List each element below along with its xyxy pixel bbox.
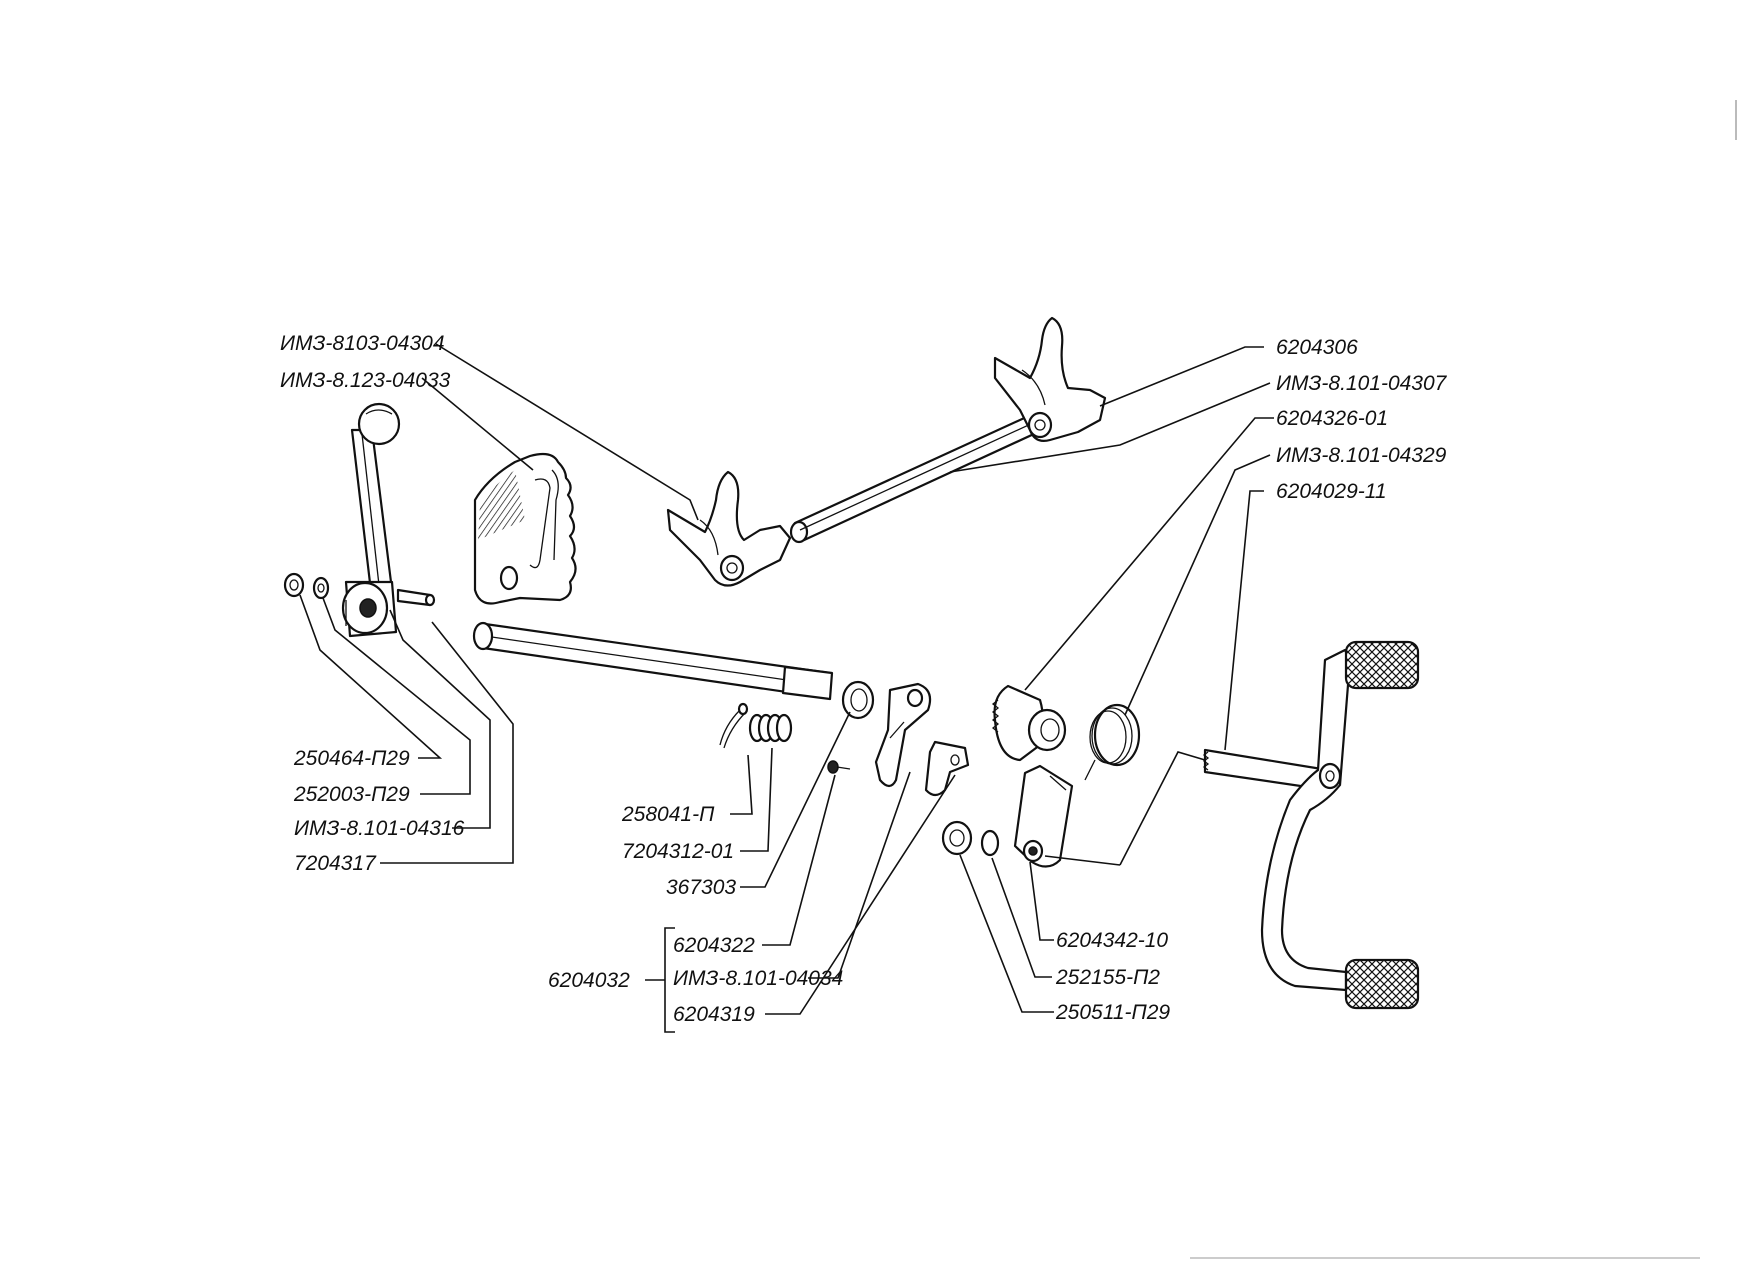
cotter-pin	[719, 702, 749, 749]
screw	[827, 760, 851, 774]
nut-250511	[941, 820, 973, 856]
leader-lines	[299, 343, 1274, 1033]
shift-shaft	[472, 621, 834, 701]
nut-250464	[283, 572, 305, 598]
snap-ring	[841, 680, 875, 720]
washer-252003	[312, 576, 330, 600]
label-252003-p29: 252003-П29	[293, 783, 410, 806]
label-6204342-10: 6204342-10	[1056, 929, 1168, 952]
ratchet-pawl	[874, 682, 932, 788]
label-im3-8101-04034: ИМЗ-8.101-04034	[673, 967, 843, 990]
label-6204306: 6204306	[1276, 336, 1358, 359]
label-6204032: 6204032	[548, 969, 630, 992]
part-labels: ИМЗ-8103-04304 ИМЗ-8.123-04033 6204306 И…	[280, 332, 1448, 1026]
label-im3-8101-04316: ИМЗ-8.101-04316	[294, 817, 465, 840]
ratchet-disk	[991, 684, 1067, 762]
pin-7204317	[396, 588, 436, 607]
label-258041-p: 258041-П	[621, 803, 715, 826]
scan-marks	[1190, 100, 1737, 1259]
label-6204319: 6204319	[673, 1003, 755, 1026]
label-7204312-01: 7204312-01	[622, 840, 734, 863]
label-367303: 367303	[666, 876, 736, 899]
shift-fork-left	[666, 470, 792, 587]
label-im3-8101-04329: ИМЗ-8.101-04329	[1276, 444, 1447, 467]
small-lever	[924, 740, 970, 797]
coil-spring	[748, 713, 793, 743]
label-252155-p2: 252155-П2	[1055, 966, 1160, 989]
torsion-spring	[1084, 703, 1141, 781]
label-6204029-11: 6204029-11	[1276, 480, 1387, 503]
foot-pedal	[1260, 640, 1420, 1010]
kick-arm	[1013, 764, 1074, 868]
label-7204317: 7204317	[294, 852, 377, 875]
label-im3-8123-04033: ИМЗ-8.123-04033	[280, 369, 451, 392]
selector-plate	[473, 452, 577, 605]
hand-lever	[341, 402, 401, 638]
label-6204326-01: 6204326-01	[1276, 407, 1388, 430]
label-im3-8103-04304: ИМЗ-8103-04304	[280, 332, 445, 355]
label-250511-p29: 250511-П29	[1055, 1001, 1170, 1024]
label-6204322: 6204322	[673, 934, 755, 957]
shift-fork-right	[993, 316, 1107, 442]
washer-252155	[980, 829, 1000, 857]
label-im3-8101-04307: ИМЗ-8.101-04307	[1276, 372, 1448, 395]
label-250464-p29: 250464-П29	[293, 747, 410, 770]
